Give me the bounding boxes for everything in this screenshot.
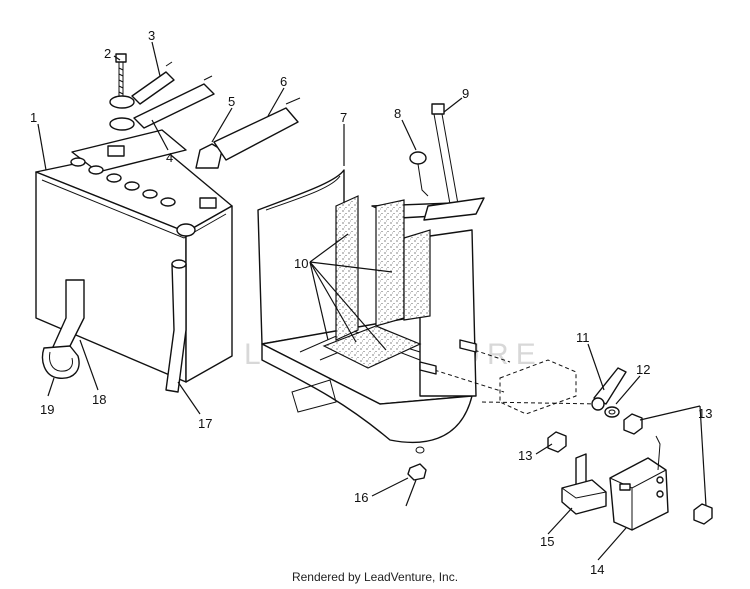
callout-13-left: 13	[518, 448, 532, 463]
battery-cable-negative	[109, 61, 215, 131]
drain-screw	[405, 446, 427, 507]
callout-10: 10	[294, 256, 308, 271]
battery-box	[257, 169, 601, 444]
callout-18: 18	[92, 392, 106, 407]
callout-14: 14	[590, 562, 604, 577]
strap	[41, 279, 85, 379]
nut-lower-right	[693, 503, 713, 525]
callout-3: 3	[148, 28, 155, 43]
callout-12: 12	[636, 362, 650, 377]
nut-upper	[623, 413, 643, 435]
vent-tube	[165, 259, 187, 393]
washer	[604, 406, 620, 418]
callouts: 1 2 3 4 5 6 7 8 9 10 11 12 13 13 14 15 1…	[30, 28, 712, 577]
callout-15: 15	[540, 534, 554, 549]
callout-4: 4	[166, 150, 173, 165]
callout-17: 17	[198, 416, 212, 431]
terminal-boot-and-cable	[195, 97, 301, 169]
callout-8: 8	[394, 106, 401, 121]
nut-lower-left	[547, 431, 567, 453]
hose-clamp	[409, 151, 429, 197]
terminal-bolt	[115, 53, 127, 96]
callout-7: 7	[340, 110, 347, 125]
fuse-link	[591, 367, 627, 411]
callout-2: 2	[104, 46, 111, 61]
callout-16: 16	[354, 490, 368, 505]
callout-13-right: 13	[698, 406, 712, 421]
leader-lines	[37, 41, 707, 561]
callout-1: 1	[30, 110, 37, 125]
bracket	[561, 453, 607, 515]
callout-9: 9	[462, 86, 469, 101]
mounting-bolt	[423, 103, 485, 221]
solenoid	[609, 435, 669, 531]
callout-5: 5	[228, 94, 235, 109]
callout-19: 19	[40, 402, 54, 417]
footer-credit: Rendered by LeadVenture, Inc.	[291, 570, 459, 584]
callout-6: 6	[280, 74, 287, 89]
callout-11: 11	[576, 330, 590, 345]
